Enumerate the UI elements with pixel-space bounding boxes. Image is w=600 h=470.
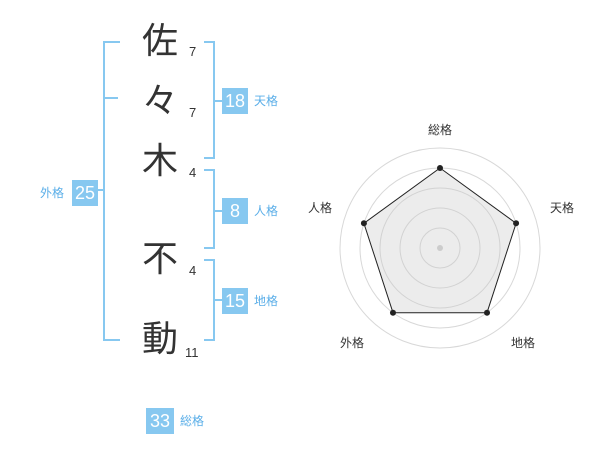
soukaku-label: 総格 bbox=[180, 414, 205, 428]
radar-point-3 bbox=[484, 309, 491, 316]
name-char-1: 佐 bbox=[141, 21, 178, 62]
stroke-count-2: 7 bbox=[189, 105, 197, 120]
jinkaku-badge: 8 bbox=[222, 198, 248, 224]
name-char-5: 動 bbox=[141, 319, 178, 360]
name-char-2: 々 bbox=[141, 81, 178, 122]
stroke-count-1: 7 bbox=[189, 44, 197, 59]
tenkaku-label: 天格 bbox=[254, 94, 279, 108]
radar-ring-5 bbox=[339, 147, 541, 349]
jinkaku-label: 人格 bbox=[254, 204, 279, 218]
radar-center-dot bbox=[437, 245, 443, 251]
radar-ring-2 bbox=[399, 207, 481, 289]
gaikaku-badge: 25 bbox=[72, 180, 98, 206]
radar-label-gaikaku: 外格 bbox=[340, 336, 365, 350]
tenkaku-badge: 18 bbox=[222, 88, 248, 114]
radar-point-1 bbox=[437, 165, 443, 171]
stroke-count-3: 4 bbox=[189, 165, 197, 180]
radar-ring-1 bbox=[419, 227, 461, 269]
radar-ring-3 bbox=[379, 187, 501, 309]
radar-label-chikaku: 地格 bbox=[511, 336, 536, 350]
chikaku-badge: 15 bbox=[222, 288, 248, 314]
radar-point-5 bbox=[360, 220, 367, 227]
stroke-count-5: 11 bbox=[185, 345, 199, 360]
name-char-4: 不 bbox=[141, 239, 178, 280]
chikaku-label: 地格 bbox=[254, 294, 279, 308]
jinkaku-bracket bbox=[204, 169, 215, 249]
radar-label-jinkaku: 人格 bbox=[308, 201, 333, 215]
radar-point-2 bbox=[513, 220, 520, 227]
stroke-count-4: 4 bbox=[189, 263, 197, 278]
soukaku-badge: 33 bbox=[146, 408, 174, 434]
radar-polygon bbox=[363, 167, 517, 314]
radar-label-soukaku: 総格 bbox=[428, 123, 453, 137]
radar-label-tenkaku: 天格 bbox=[550, 201, 575, 215]
name-char-3: 木 bbox=[141, 141, 178, 182]
radar-point-4 bbox=[389, 309, 396, 316]
gaikaku-label: 外格 bbox=[40, 186, 65, 200]
